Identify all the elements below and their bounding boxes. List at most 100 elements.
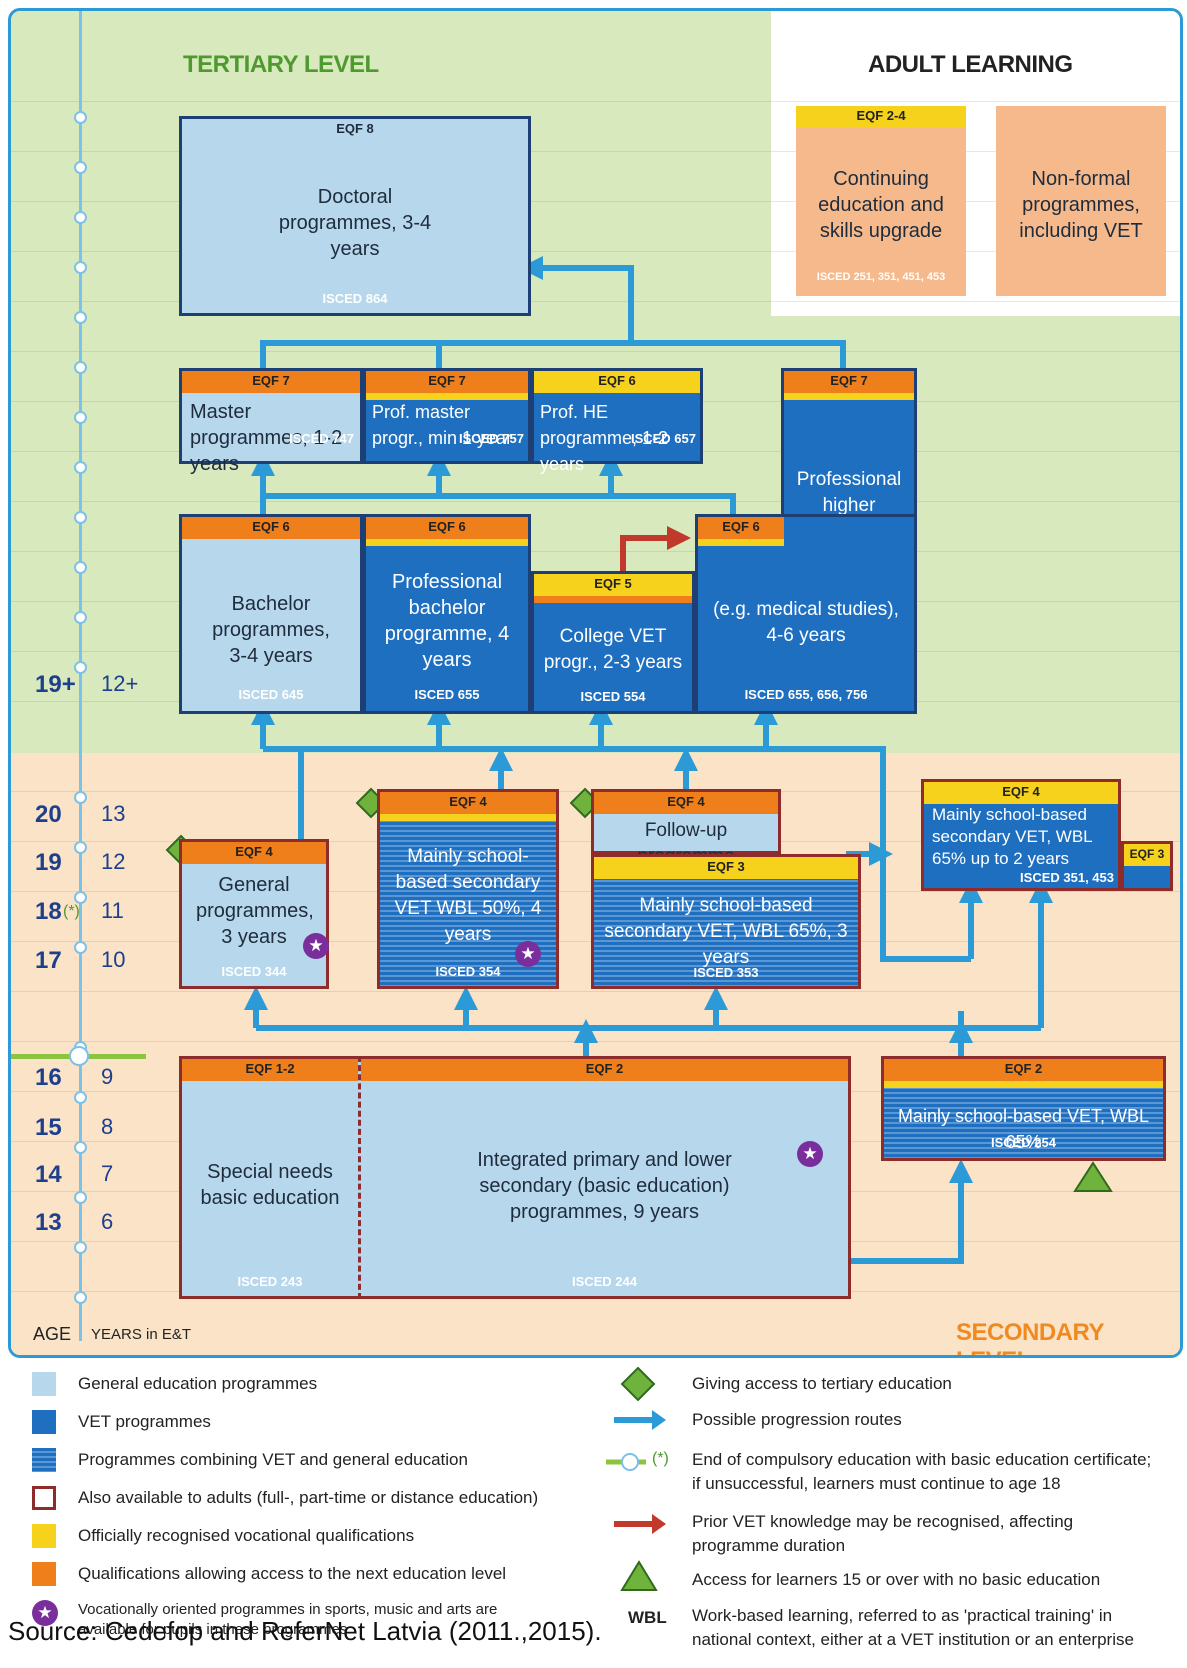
years-axis-line	[79, 11, 82, 1341]
green-line-icon	[606, 1453, 646, 1471]
age-label: 20	[35, 801, 62, 828]
box-text: Mainly school-based secondary VET WBL 50…	[394, 846, 542, 945]
legend-text: Giving access to tertiary education	[692, 1374, 952, 1393]
legend-text: Officially recognised vocational qualifi…	[78, 1526, 415, 1545]
legend-text: Also available to adults (full-, part-ti…	[78, 1488, 539, 1507]
eqf-badge: EQF 4	[924, 782, 1118, 804]
prof-he-box: EQF 6 Prof. HE programme, 1-2 years ISCE…	[531, 368, 703, 474]
box-text: Prof. master progr., min 1 year	[372, 402, 513, 448]
box-text: Integrated primary and lower secondary (…	[477, 1149, 732, 1223]
school-vet-wbl50-box: EQF 4 Mainly school-based secondary VET …	[377, 789, 559, 989]
blue-square	[32, 1410, 56, 1434]
legend-text: End of compulsory education with basic e…	[692, 1450, 1152, 1493]
age-note-marker: (*)	[63, 903, 80, 920]
eqf-badge: EQF 7	[784, 371, 914, 400]
yellow-square	[32, 1524, 56, 1548]
eqf-badge: EQF 7	[182, 371, 360, 393]
blue-arrow-icon	[614, 1410, 666, 1430]
striped-square	[32, 1448, 56, 1472]
wbl-marker: WBL	[628, 1608, 667, 1627]
age-label: 18	[35, 898, 62, 925]
star-icon: ★	[32, 1600, 58, 1626]
special-needs-box: EQF 1-2 Special needs basic education IS…	[179, 1056, 361, 1299]
age-label: 14	[35, 1161, 62, 1188]
legend-text: Possible progression routes	[692, 1410, 902, 1429]
eqf-badge: EQF 4	[182, 842, 326, 864]
age-axis-title: AGE	[33, 1324, 72, 1344]
legend-text: General education programmes	[78, 1374, 318, 1393]
isced-code: ISCED 251, 351, 451, 453	[816, 271, 946, 283]
college-vet-box: EQF 5 College VET progr., 2-3 years ISCE…	[531, 571, 695, 714]
eqf-badge: EQF 4	[594, 792, 778, 814]
eqf-badge: EQF 6	[366, 517, 528, 546]
years-axis-title: YEARS in E&T	[91, 1326, 192, 1343]
eqf-badge: EQF 5	[534, 574, 692, 603]
isced-code: ISCED 351, 453	[1020, 870, 1114, 885]
light-blue-square	[32, 1372, 56, 1396]
eqf-badge: EQF 6	[182, 517, 360, 539]
eqf-badge: EQF 8	[336, 121, 374, 136]
age-label: 19+	[35, 671, 76, 698]
age-label: 13	[35, 1209, 62, 1236]
legend-text: VET programmes	[78, 1412, 211, 1431]
diamond-icon	[620, 1366, 656, 1402]
eqf-badge: EQF 2-4	[796, 106, 966, 128]
follow-up-programme-box: EQF 4 Follow-up programme	[591, 789, 781, 867]
triangle-icon	[1073, 1161, 1113, 1192]
years-label: 11	[101, 898, 124, 923]
years-label: 7	[101, 1161, 114, 1186]
triangle-icon	[620, 1560, 658, 1591]
legend-text: Prior VET knowledge may be recognised, a…	[692, 1512, 1074, 1555]
years-label: 10	[101, 947, 126, 972]
isced-code: ISCED 554	[580, 689, 646, 704]
isced-code: ISCED 655, 656, 756	[744, 687, 868, 702]
isced-code: ISCED 864	[322, 291, 388, 306]
integrated-basic-education-box: EQF 2 Integrated primary and lower secon…	[361, 1056, 851, 1299]
eqf-badge: EQF 3	[594, 857, 858, 879]
isced-code: ISCED 354	[435, 964, 501, 979]
years-label: 12+	[101, 671, 139, 696]
legend-text: Access for learners 15 or over with no b…	[692, 1570, 1101, 1589]
years-label: 12	[101, 849, 126, 874]
box-text: Doctoral programmes, 3-4 years	[278, 186, 432, 260]
doctoral-programmes-box: EQF 8 Doctoral programmes, 3-4 years ISC…	[179, 116, 531, 316]
box-text: Continuing education and skills upgrade	[818, 168, 944, 242]
legend-text: Work-based learning, referred to as 'pra…	[692, 1606, 1134, 1649]
tertiary-level-title: TERTIARY LEVEL	[183, 51, 379, 78]
box-text: College VET progr., 2-3 years	[543, 626, 683, 673]
eqf-badge: EQF 3	[1124, 844, 1170, 866]
prof-master-box: EQF 7 Prof. master progr., min 1 year IS…	[363, 368, 531, 464]
age-label: 19	[35, 849, 62, 876]
eqf-badge: EQF 6	[534, 371, 700, 393]
box-text: Special needs basic education	[200, 1161, 340, 1209]
box-text: General programmes, 3 years	[196, 874, 314, 948]
age-label: 17	[35, 947, 62, 974]
general-programmes-box: EQF 4 General programmes, 3 years ISCED …	[179, 839, 329, 989]
years-label: 9	[101, 1064, 114, 1089]
isced-code: ISCED 353	[693, 965, 759, 980]
education-system-diagram: TERTIARY LEVEL ADULT LEARNING SECONDARY …	[8, 8, 1183, 1358]
orange-square	[32, 1562, 56, 1586]
box-text: Mainly school-based secondary VET, WBL 6…	[932, 805, 1092, 868]
age-label: 16	[35, 1064, 62, 1091]
isced-code: ISCED 244	[571, 1274, 638, 1289]
isced-code: ISCED 757	[458, 431, 524, 446]
post-secondary-vet-box: EQF 4 Mainly school-based secondary VET,…	[921, 779, 1121, 891]
school-vet-wbl65-box: EQF 3 Mainly school-based secondary VET,…	[591, 854, 861, 989]
legend: General education programmes VET program…	[0, 1360, 1187, 1668]
box-text: Professional bachelor programme, 4 years	[384, 571, 510, 671]
professional-bachelor-box: EQF 6 Professional bachelor programme, 4…	[363, 514, 531, 714]
outlined-square	[32, 1486, 56, 1510]
years-label: 8	[101, 1114, 114, 1139]
legend-text: Vocationally oriented programmes in spor…	[78, 1601, 498, 1638]
legend-text: Programmes combining VET and general edu…	[78, 1450, 468, 1469]
legend-text: Qualifications allowing access to the ne…	[78, 1564, 507, 1583]
eqf-badge: EQF 7	[366, 371, 528, 400]
box-text: Bachelor programmes, 3-4 years	[212, 593, 330, 667]
box-text: Non-formal programmes, including VET	[1019, 168, 1143, 242]
isced-code: ISCED 655	[414, 687, 480, 702]
box-text: Mainly school-based secondary VET, WBL 6…	[604, 895, 848, 968]
eqf-badge: EQF 6	[698, 517, 784, 546]
professional-higher-education-lower-box: EQF 6 (e.g. medical studies), 4-6 years …	[695, 514, 917, 714]
box-text: Prof. HE programme, 1-2 years	[540, 402, 669, 474]
